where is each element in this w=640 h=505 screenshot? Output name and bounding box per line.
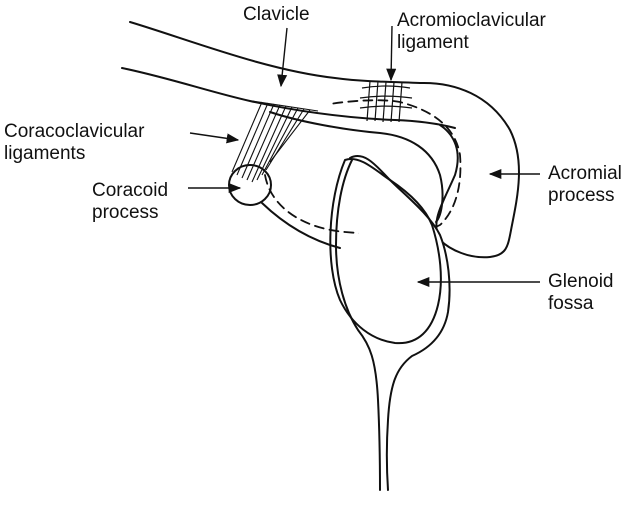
glenoid-fossa-label: Glenoid fossa	[548, 271, 614, 315]
clavicle-shape	[121, 21, 456, 129]
glenoid-label-line2: fossa	[548, 293, 594, 314]
scapula-neck-shape	[349, 155, 451, 491]
acromial-label-line1: Acromial	[548, 163, 622, 184]
acromioclavicular-label-line2: ligament	[397, 32, 469, 53]
acromial-process-shape	[419, 81, 520, 259]
glenoid-fossa-shape	[329, 158, 442, 345]
acromioclavicular-ligament-label: Acromioclavicular ligament	[397, 10, 546, 54]
acromioclavicular-arrow	[386, 25, 397, 82]
coracoid-label-line1: Coracoid	[92, 180, 169, 201]
acromioclavicular-label-line1: Acromioclavicular	[397, 10, 546, 31]
coracoid-process-shape	[269, 111, 444, 223]
dashed-outline	[264, 99, 462, 236]
scapula-left-edge	[335, 159, 381, 491]
coracoid-process-label: Coracoid process	[92, 180, 168, 224]
acromial-label-line2: process	[548, 185, 615, 206]
clavicle-arrow	[277, 27, 288, 88]
acromial-process-label: Acromial process	[548, 163, 622, 207]
coracoclavicular-arrow	[189, 132, 240, 144]
glenoid-label-line1: Glenoid	[548, 271, 614, 292]
coracoclavicular-label-line1: Coracoclavicular	[4, 121, 145, 142]
acromioclavicular-ligament-shape	[359, 80, 413, 123]
coracoclavicular-ligaments-shape	[231, 100, 319, 183]
clavicle-label: Clavicle	[243, 4, 310, 26]
coracoclavicular-label-line2: ligaments	[4, 143, 86, 164]
coracoid-process-shape-lower	[261, 202, 341, 249]
coracoclavicular-ligaments-label: Coracoclavicular ligaments	[4, 121, 144, 165]
coracoid-label-line2: process	[92, 202, 159, 223]
clavicle-label-line1: Clavicle	[243, 4, 310, 25]
